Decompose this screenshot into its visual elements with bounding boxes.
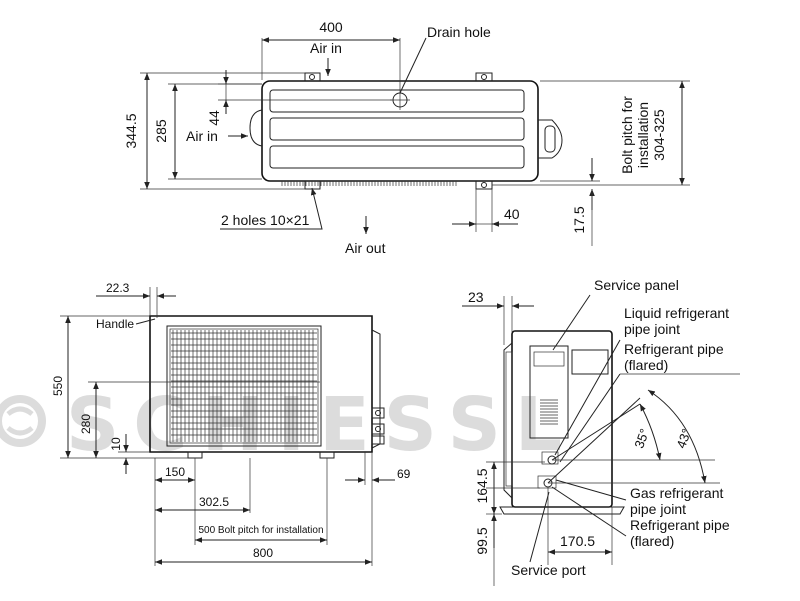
air-out-label: Air out [345,240,386,256]
front-fan-grille [166,325,322,447]
air-in-top-label: Air in [310,40,342,56]
liquid-joint-line2: pipe joint [624,321,680,337]
top-left-handle [249,109,263,147]
watermark: SCHIESSL [0,382,576,468]
top-grille-2 [269,117,525,141]
top-view: Drain hole 400 Air in 344.5 285 44 Air i… [123,19,690,256]
dim-800: 800 [253,546,273,560]
dim-400: 400 [319,19,343,35]
dim-99-5: 99.5 [474,527,490,554]
holes-leader [220,187,323,230]
front-grille-lines [171,330,317,442]
angle-35: 35° [631,427,652,451]
top-feet [304,72,493,190]
dim-150: 150 [165,465,185,479]
dim-550: 550 [51,376,65,396]
dim-10: 10 [109,437,123,451]
refrig-pipe-lower-line2: (flared) [630,533,674,549]
dim-344-5: 344.5 [123,113,139,148]
dim-170-5: 170.5 [560,533,595,549]
bolt-pitch-line1: Bolt pitch for [619,96,635,174]
dim-280: 280 [79,414,93,434]
angle-43-arc [647,389,707,484]
drain-hole-label: Drain hole [427,24,491,40]
dim-285: 285 [153,119,169,143]
service-port-leader [529,491,550,563]
dim-40: 40 [504,206,520,222]
watermark-text: SCHIESSL [66,382,576,468]
pipe-angle-35-line [551,403,641,461]
bolt-pitch-line2: installation [635,102,651,168]
air-in-left-label: Air in [186,128,218,144]
dim-17-5: 17.5 [571,206,587,233]
side-view: 23 Service panel Liquid refrigerant pipe… [462,277,740,586]
watermark-logo-icon [0,395,46,447]
service-panel-label: Service panel [594,277,679,293]
service-port-label: Service port [511,562,586,578]
bolt-pitch-line3: 304-325 [651,109,667,161]
dim-164-5: 164.5 [474,468,490,503]
drain-hole-leader [399,37,427,94]
top-right-valve [538,119,563,159]
top-grille-1 [269,89,525,113]
refrig-pipe-upper-line2: (flared) [624,357,668,373]
top-grille-3 [269,145,525,169]
side-base [499,506,625,515]
front-view: 22.3 Handle 550 280 10 150 69 [51,281,411,566]
gas-joint-line2: pipe joint [630,501,686,517]
gas-joint-line1: Gas refrigerant [630,485,723,501]
liquid-joint-line1: Liquid refrigerant [624,305,729,321]
dim-69: 69 [397,467,411,481]
side-vent-lines [540,399,558,425]
service-panel-leader [552,294,591,351]
dim-302-5: 302.5 [199,495,229,509]
refrig-pipe-upper-line1: Refrigerant pipe [624,341,724,357]
dim-23: 23 [468,289,484,305]
handle-leader [135,318,156,325]
angle-43: 43° [673,427,694,451]
dim-22-3: 22.3 [106,281,130,295]
handle-label: Handle [96,317,134,331]
bolt-pitch-500: 500 Bolt pitch for installation [198,525,323,536]
dim-44: 44 [206,110,222,126]
front-valve-ports [371,407,385,445]
pipe-angle-43-line [547,397,641,484]
top-bottom-fins [281,181,457,186]
holes-label: 2 holes 10×21 [221,212,310,228]
refrig-pipe-lower-line1: Refrigerant pipe [630,517,730,533]
